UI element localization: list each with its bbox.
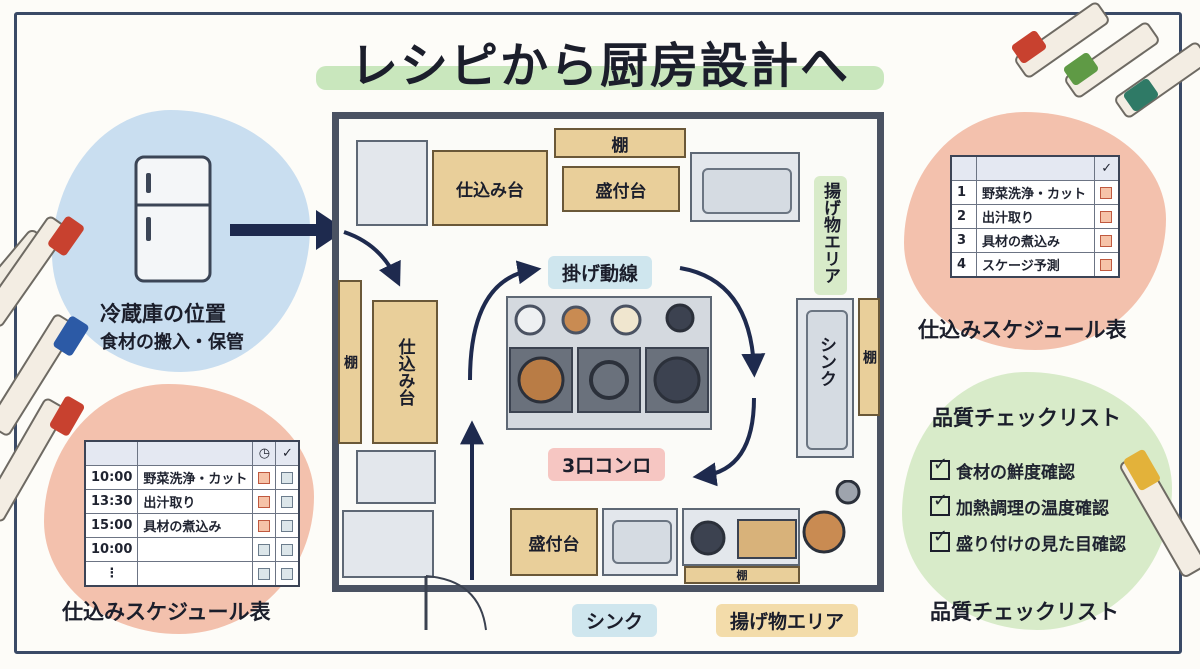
left-cabinet-upper xyxy=(356,450,436,504)
checkbox-checked-icon[interactable] xyxy=(930,490,950,516)
check-icon: ✓ xyxy=(1094,155,1120,181)
checkbox[interactable] xyxy=(281,519,294,532)
plating-table-top: 盛付台 xyxy=(562,166,680,212)
checkbox[interactable] xyxy=(281,567,294,580)
flow-arrows-icon xyxy=(343,230,766,580)
checkbox[interactable] xyxy=(1100,210,1113,223)
shelf-right: 棚 xyxy=(858,298,880,416)
sink-label: シンク xyxy=(572,604,658,637)
top-cabinet xyxy=(356,140,428,226)
page-title: レシピから厨房設計へ xyxy=(349,38,850,94)
shelf-top: 棚 xyxy=(554,128,686,158)
left-schedule-title: 仕込みスケジュール表 xyxy=(62,600,271,624)
plating-table-bottom: 盛付台 xyxy=(510,508,598,576)
flow-arrow-icon xyxy=(230,210,346,250)
quality-item: 食材の鮮度確認 xyxy=(930,454,1075,483)
bottom-sink xyxy=(602,508,678,576)
checkbox-checked-icon[interactable] xyxy=(930,526,950,552)
left-cabinet-lower xyxy=(342,510,434,578)
checkbox[interactable] xyxy=(281,495,294,508)
checkbox[interactable] xyxy=(258,495,271,508)
checkbox[interactable] xyxy=(281,471,294,484)
title-highlight xyxy=(316,66,884,90)
quality-item: 盛り付けの見た目確認 xyxy=(930,526,1126,555)
prep-table-top: 仕込み台 xyxy=(432,150,548,226)
checkbox[interactable] xyxy=(258,519,271,532)
checkbox[interactable] xyxy=(258,471,271,484)
fridge-sublabel: 食材の搬入・保管 xyxy=(100,332,244,353)
quality-title: 品質チェックリスト xyxy=(932,406,1121,430)
right-schedule-title: 仕込みスケジュール表 xyxy=(918,318,1127,342)
table-row: ⋮ xyxy=(84,561,300,587)
check-icon: ✓ xyxy=(275,440,300,466)
checkbox[interactable] xyxy=(1100,258,1113,271)
checkbox[interactable] xyxy=(1100,186,1113,199)
fry-area-vertical: 揚げ物エリア xyxy=(814,176,847,295)
fryer-pans-icon xyxy=(690,480,861,559)
quality-item: 加熱調理の温度確認 xyxy=(930,490,1109,519)
outer-frame xyxy=(14,12,1182,654)
checkbox[interactable] xyxy=(281,543,294,556)
refrigerator-icon xyxy=(134,155,212,283)
clock-icon: ◷ xyxy=(252,440,277,466)
stove-burners-icon xyxy=(509,303,709,413)
right-sink xyxy=(796,298,854,458)
checkbox[interactable] xyxy=(258,543,271,556)
checkbox-checked-icon[interactable] xyxy=(930,454,950,480)
door-icon xyxy=(424,575,487,631)
checkbox[interactable] xyxy=(1100,234,1113,247)
checkbox[interactable] xyxy=(258,567,271,580)
prep-table-left: 仕込み台 xyxy=(372,300,438,444)
flow-label: 掛げ動線 xyxy=(548,256,653,289)
table-row: 10:00 xyxy=(84,537,300,562)
stove-label: 3口コンロ xyxy=(548,448,666,481)
quality-footer: 品質チェックリスト xyxy=(930,600,1119,624)
shelf-bottom: 棚 xyxy=(684,566,800,584)
top-sink xyxy=(690,152,800,222)
fry-label: 揚げ物エリア xyxy=(716,604,859,637)
fridge-label: 冷蔵庫の位置 xyxy=(100,302,226,326)
sink-vertical-label: シンク xyxy=(816,336,836,387)
shelf-left: 棚 xyxy=(338,280,362,444)
